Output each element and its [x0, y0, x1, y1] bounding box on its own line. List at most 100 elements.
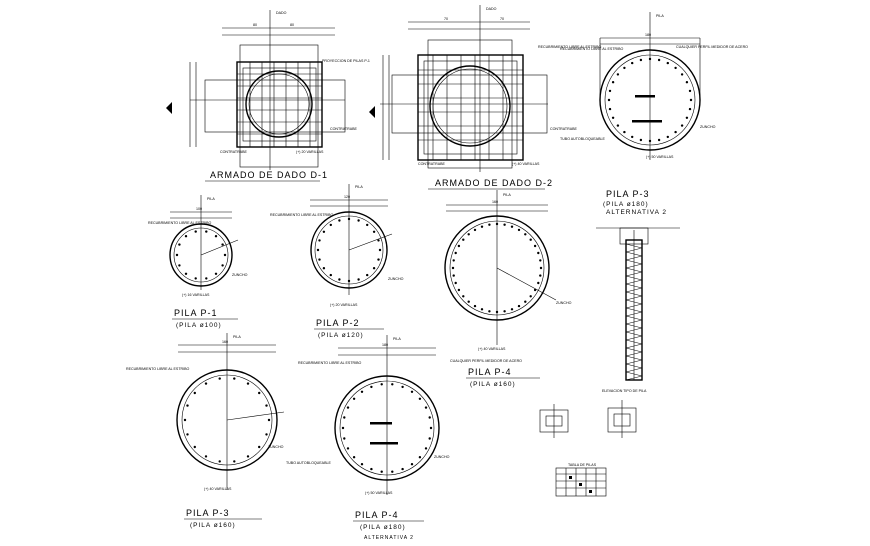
- rebar-dot: [517, 304, 521, 308]
- title-pila-p4-bottom: PILA P-4: [355, 510, 399, 520]
- dim-70-d2: 70: [444, 17, 448, 21]
- rebar-dot: [418, 456, 422, 459]
- rebar-dot: [495, 310, 499, 314]
- label-zuncho-p4b: ZUNCHO: [434, 455, 450, 459]
- rebar-dot: [265, 404, 268, 407]
- rebar-dot: [265, 433, 268, 436]
- rebar-dot: [318, 258, 321, 261]
- rebar-dot: [524, 233, 527, 236]
- rebar-dot: [688, 89, 692, 93]
- dim-160-p4: 160: [492, 200, 498, 204]
- rebar-dot: [366, 223, 369, 227]
- dim-180-top: 180: [645, 33, 651, 37]
- rebar-dot: [352, 397, 356, 400]
- rebar-dot: [467, 300, 470, 303]
- rebar-dot: [214, 272, 218, 275]
- label-contratrabe-3: CONTRATRABE: [550, 127, 577, 131]
- rebar-dot: [218, 460, 221, 463]
- label-varillas-p3b: (+) 40 VARILLAS: [204, 487, 232, 491]
- rebar-dot: [418, 397, 422, 400]
- rebar-dot: [452, 274, 455, 277]
- rebar-dot: [611, 116, 615, 120]
- dim-70b-d2: 70: [500, 17, 504, 21]
- title-pila-p2: PILA P-2: [316, 318, 360, 328]
- rebar-dot: [194, 230, 197, 233]
- rebar-dot: [343, 416, 346, 419]
- label-varillas-d2: (+) 40 VARILLAS: [512, 162, 540, 166]
- axis-label-dado-1: DADO: [276, 11, 287, 15]
- rebar-dot: [495, 222, 499, 226]
- rebar-dot: [258, 391, 261, 395]
- rebar-dot: [480, 225, 484, 228]
- label-zuncho-p2: ZUNCHO: [388, 277, 404, 281]
- label-recubrimiento-p3b: RECUBRIMIENTO LIBRE AL ESTRIBO: [126, 367, 190, 371]
- title-pila-p3-bottom: PILA P-3: [186, 508, 230, 518]
- rebar-dot: [357, 278, 360, 281]
- rebar-dot: [608, 89, 612, 93]
- axis-label-p3b: PILA: [233, 335, 241, 339]
- rebar-dot: [467, 233, 470, 236]
- rebar-dot: [377, 258, 380, 261]
- rebar-dot: [689, 98, 693, 102]
- rebar-dot: [424, 447, 428, 450]
- rebar-dot: [372, 267, 376, 270]
- dim-80b-d1: 80: [290, 23, 294, 27]
- label-recubrimiento-top: RECUBRIMIENTO LIBRE AL ESTRIBO: [560, 47, 624, 51]
- label-recubrimiento-d2: RECUBRIMIENTO LIBRE AL ESTRIBO: [538, 45, 602, 49]
- rebar-dot: [410, 390, 414, 393]
- rebar-dot: [680, 124, 684, 127]
- rebar-dot: [410, 463, 414, 466]
- rebar-dot: [685, 116, 689, 120]
- subtitle-pila-p3-top: (PILA ø180): [603, 201, 649, 208]
- dim-80-d1: 80: [253, 23, 257, 27]
- rebar-dot: [666, 61, 669, 65]
- rebar-dot: [380, 383, 383, 386]
- rebar-dot: [246, 382, 250, 385]
- rebar-dot: [680, 73, 684, 76]
- rebar-dot: [608, 107, 612, 111]
- rebar-dot: [524, 300, 527, 303]
- rebar-dot: [537, 281, 540, 285]
- axis-label-dado-2: DADO: [486, 7, 497, 11]
- pila-p3-elevation: PILA P-3 (PILA ø180) ALTERNATIVA 2 ELEVA…: [596, 189, 680, 393]
- label-varillas-p2: (+) 20 VARILLAS: [330, 303, 358, 307]
- pila-p3-bottom-section: PILA 160 RECUBRIMIENTO LIBRE AL ESTRIBO …: [126, 333, 285, 491]
- rebar-dot: [178, 243, 181, 246]
- pila-p1-section: PILA 100 RECUBRIMIENTO LIBRE AL ESTRIBO …: [148, 195, 248, 297]
- rebar-dot: [391, 383, 394, 386]
- rebar-dot: [503, 310, 506, 313]
- rebar-dot: [503, 223, 506, 226]
- rebar-dot: [322, 230, 326, 233]
- subtitle-pila-p4-bottom: (PILA ø180): [360, 524, 406, 531]
- rebar-dot: [674, 66, 677, 70]
- rebar-dot: [424, 406, 428, 409]
- rebar-dot: [537, 251, 540, 255]
- title-pila-p4-mid: PILA P-4: [468, 367, 512, 377]
- rebar-dot: [457, 244, 461, 248]
- subtitle-pila-p3-bottom: (PILA ø160): [190, 522, 236, 529]
- rebar-dot: [529, 238, 532, 241]
- label-recubrimiento-p4b: RECUBRIMIENTO LIBRE AL ESTRIBO: [298, 361, 362, 365]
- rebar-dot: [193, 445, 196, 449]
- rebar-dot: [517, 228, 521, 232]
- label-varillas-p1: (+) 16 VARILLAS: [182, 293, 210, 297]
- rebar-dot: [380, 470, 383, 473]
- subtitle-alternativa-bottom: ALTERNATIVA 2: [364, 535, 414, 541]
- rebar-dot: [428, 437, 431, 440]
- label-zuncho-top: ZUNCHO: [700, 125, 716, 129]
- label-recubrimiento-p2: RECUBRIMIENTO LIBRE AL ESTRIBO: [270, 213, 334, 217]
- rebar-dot: [347, 217, 351, 221]
- rebar-dot: [631, 135, 634, 139]
- rebar-dot: [666, 135, 669, 139]
- rebar-dots-p4bottom: [341, 383, 433, 473]
- dim-100-p1: 100: [196, 207, 202, 211]
- label-proyeccion: PROYECCION DE PILAS P-1: [322, 59, 370, 63]
- rebar-dot: [233, 460, 236, 463]
- rebar-dot: [204, 382, 208, 385]
- rebar-dot: [429, 426, 433, 430]
- rebar-dot: [480, 308, 484, 311]
- rebar-dot: [510, 308, 514, 311]
- rebar-dot: [205, 277, 208, 280]
- label-nota-tubo-top: CUALQUIER PERFIL MEDIDOR DE ACERO: [676, 45, 748, 49]
- label-varillas-top: (+) 50 VARILLAS: [646, 155, 674, 159]
